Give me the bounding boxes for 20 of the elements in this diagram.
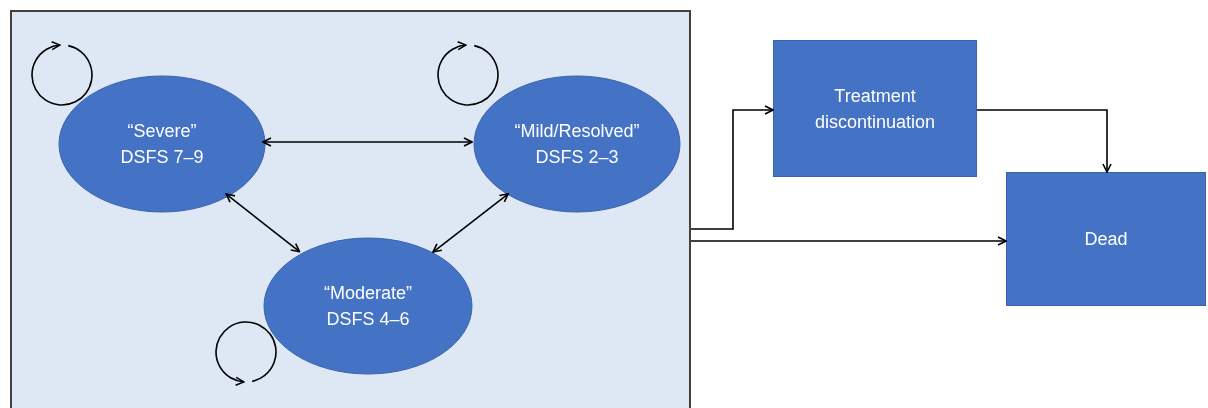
state-label: Dead [1084, 228, 1128, 251]
arrow [225, 193, 301, 253]
state-label: Treatment discontinuation [813, 84, 937, 134]
state-label: DSFS 7–9 [120, 146, 204, 169]
arrow [262, 137, 473, 147]
arrow [976, 109, 1112, 173]
state-label: DSFS 4–6 [326, 308, 410, 331]
self-loop-arrow [437, 41, 499, 106]
self-loop-arrow [31, 41, 93, 106]
state-label: “Severe” [127, 120, 197, 143]
state-panel [10, 10, 691, 408]
state-label: “Mild/Resolved” [514, 120, 640, 143]
arrow [690, 236, 1007, 246]
arrow [690, 105, 774, 230]
state-label: DSFS 2–3 [535, 146, 619, 169]
state-label: “Moderate” [324, 282, 412, 305]
state-box [773, 40, 977, 177]
state-box [1006, 172, 1206, 306]
arrow [432, 192, 509, 253]
self-loop-arrow [215, 321, 277, 386]
